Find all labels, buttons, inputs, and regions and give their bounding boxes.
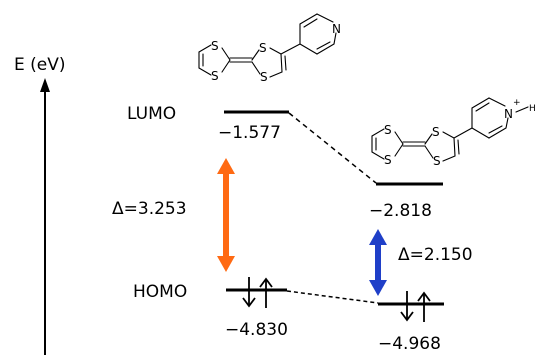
molecule-ttf-pyridine: S S S S N	[198, 13, 341, 84]
left-gap-arrow	[217, 158, 235, 272]
positive-charge: +	[513, 98, 521, 108]
nitrogen-atom: N	[332, 22, 341, 36]
axis-label: E (eV)	[14, 55, 66, 75]
nitrogen-atom: N	[504, 107, 513, 121]
sulfur-atom: S	[384, 153, 392, 167]
left-homo-value: −4.830	[225, 320, 288, 340]
left-homo-electrons	[242, 277, 273, 308]
sulfur-atom: S	[211, 39, 219, 53]
left-gap-label: Δ=3.253	[112, 199, 187, 219]
sulfur-atom: S	[259, 41, 267, 55]
homo-correlation-line	[286, 290, 379, 304]
right-lumo-value: −2.818	[369, 201, 432, 221]
molecule-ttf-pyridinium: S S S S N + H	[371, 97, 536, 168]
sulfur-atom: S	[260, 70, 268, 84]
right-homo-value: −4.968	[378, 334, 441, 354]
right-homo-electrons	[400, 291, 431, 322]
sulfur-atom: S	[211, 69, 219, 83]
sulfur-atom: S	[433, 154, 441, 168]
sulfur-atom: S	[384, 123, 392, 137]
left-lumo-label: LUMO	[127, 104, 176, 124]
right-gap-arrow	[369, 229, 387, 296]
hydrogen-atom: H	[529, 104, 536, 114]
energy-axis	[40, 78, 50, 355]
lumo-correlation-line	[288, 112, 377, 184]
left-homo-label: HOMO	[133, 282, 187, 302]
right-gap-label: Δ=2.150	[398, 245, 473, 265]
sulfur-atom: S	[432, 125, 440, 139]
left-lumo-value: −1.577	[218, 123, 281, 143]
